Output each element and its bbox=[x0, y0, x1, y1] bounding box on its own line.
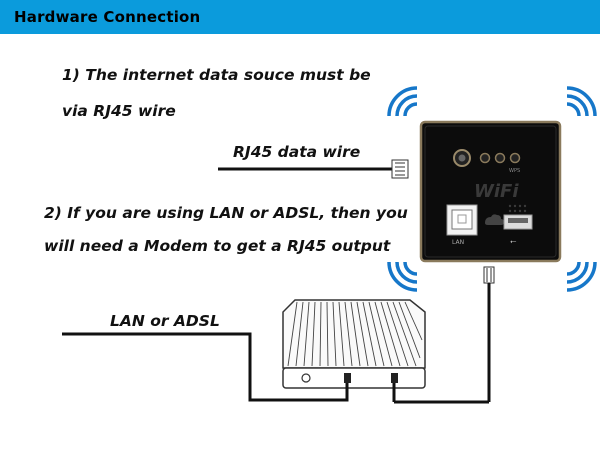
note-1-line-1: 1) The internet data souce must be bbox=[62, 66, 371, 84]
modem-icon bbox=[282, 299, 426, 389]
wifi-signal-icon bbox=[387, 86, 418, 117]
lan-port-label: LAN bbox=[452, 239, 464, 246]
usb-symbol: ⭠ bbox=[510, 237, 517, 246]
wifi-signal-icon bbox=[566, 261, 597, 292]
rj45-data-wire bbox=[218, 159, 409, 179]
note-1-line-2: via RJ45 wire bbox=[62, 102, 176, 120]
wifi-brand-logo: WiFi bbox=[474, 181, 519, 202]
panel-rj45-plug bbox=[394, 266, 495, 404]
lan-adsl-wire bbox=[62, 332, 396, 402]
header-bar: Hardware Connection bbox=[0, 0, 600, 34]
wifi-wall-panel: WPS WiFi LAN ⭠ bbox=[419, 120, 562, 263]
lan-adsl-label: LAN or ADSL bbox=[110, 312, 220, 330]
rj45-wire-label: RJ45 data wire bbox=[233, 143, 361, 161]
wifi-signal-icon bbox=[566, 86, 597, 117]
wps-indicator-label: WPS bbox=[509, 168, 520, 174]
note-2-line-2: will need a Modem to get a RJ45 output bbox=[44, 237, 391, 255]
page-title: Hardware Connection bbox=[14, 8, 201, 26]
wifi-signal-icon bbox=[387, 261, 418, 292]
note-2-line-1: 2) If you are using LAN or ADSL, then yo… bbox=[44, 204, 408, 222]
